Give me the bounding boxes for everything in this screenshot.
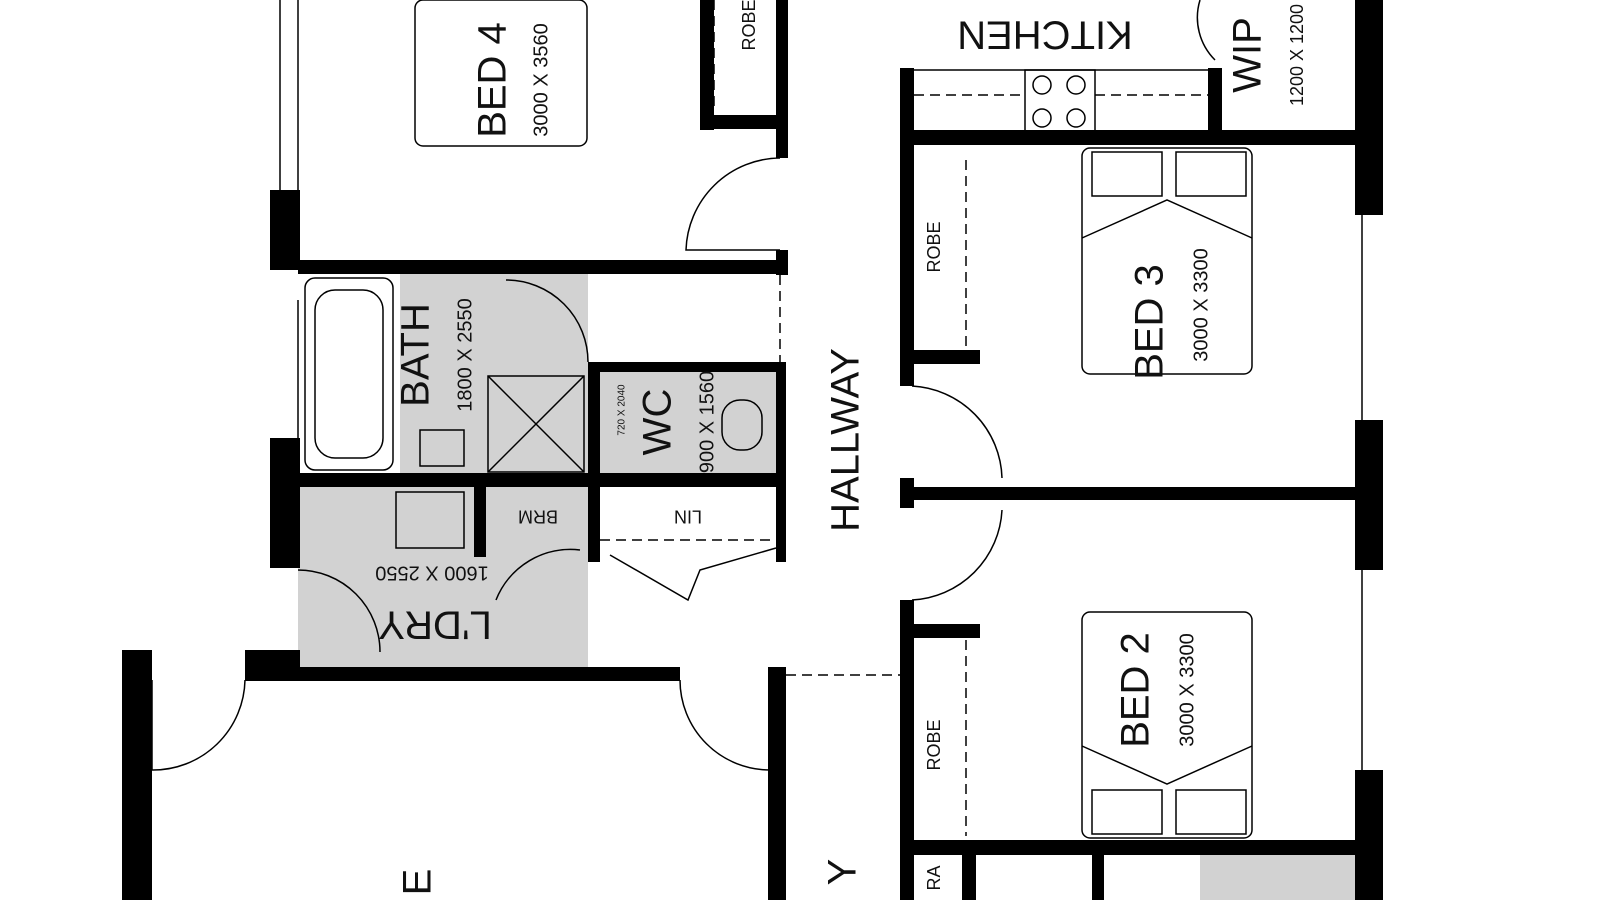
partial-label-mid: Y — [821, 859, 865, 886]
laundry-tub — [395, 491, 465, 549]
bed2-size: 3000 X 3300 — [1176, 633, 1198, 746]
laundry-floor — [298, 487, 588, 667]
bed2-label: BED 2 — [1114, 632, 1158, 748]
wip-size: 1200 X 1200 — [1287, 4, 1307, 106]
bed4-label: BED 4 — [471, 22, 515, 138]
bed2-bed — [1081, 611, 1253, 839]
laundry-label: L'DRY — [378, 602, 492, 646]
laundry-size: 1600 X 2550 — [375, 562, 488, 584]
partial-label-right: RA — [924, 865, 944, 890]
wc-door-size: 720 X 2040 — [617, 384, 628, 436]
bed4-bed — [414, 0, 588, 147]
walls — [122, 0, 1383, 900]
partial-label-left: E — [396, 869, 440, 896]
kitchen-label: KITCHEN — [957, 12, 1133, 56]
bed3-size: 3000 X 3300 — [1190, 248, 1212, 361]
bathtub — [304, 277, 394, 471]
ensuite-floor — [1200, 855, 1355, 900]
lin-label: LIN — [674, 506, 702, 526]
wc-floor — [600, 372, 776, 475]
toilet — [721, 399, 763, 451]
robe-bed2-label: ROBE — [924, 719, 944, 770]
bed3-label: BED 3 — [1128, 264, 1172, 380]
bath-size: 1800 X 2550 — [454, 298, 476, 411]
bed3-bed — [1081, 147, 1253, 375]
bed4-size: 3000 X 3560 — [530, 23, 552, 136]
robe-bed4-label: ROBE — [739, 0, 759, 51]
bath-floor — [400, 272, 588, 475]
wc-label: WC — [636, 389, 680, 456]
brm-label: BRM — [518, 506, 558, 526]
wip-label: WIP — [1226, 17, 1270, 93]
door-swing — [685, 157, 781, 251]
robe-bed3-label: ROBE — [924, 221, 944, 272]
shower — [487, 375, 585, 473]
fixtures — [151, 0, 1363, 839]
hallway-label: HALLWAY — [824, 348, 868, 532]
wc-size: 900 X 1560 — [696, 371, 718, 473]
bath-label: BATH — [394, 303, 438, 407]
basin — [419, 429, 465, 467]
